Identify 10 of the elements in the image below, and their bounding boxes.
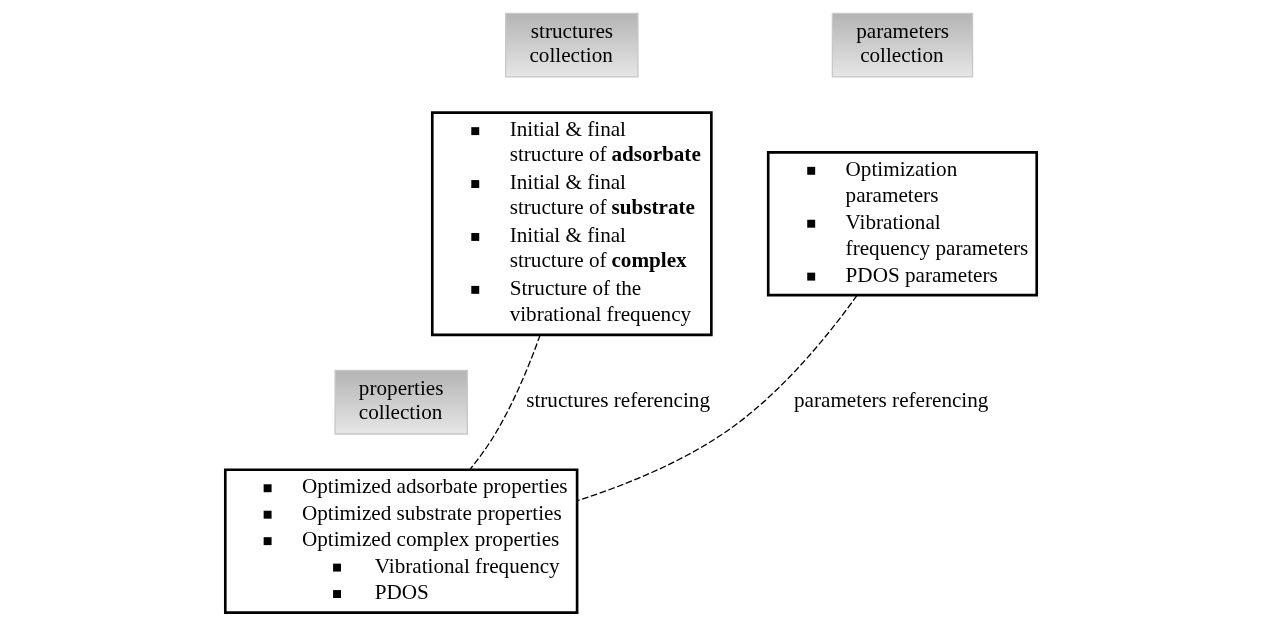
node-box: Optimization parameters Vibrational frequency parameters PDOS parameters — [766, 150, 1038, 297]
edge-label: structures referencing — [525, 388, 710, 413]
node-box: properties collection — [333, 369, 468, 435]
connector — [469, 334, 541, 470]
edge-label: parameters referencing — [793, 388, 988, 413]
node-box: structures collection — [504, 12, 639, 78]
node-box: parameters collection — [831, 12, 973, 78]
connector — [576, 294, 858, 502]
node-box: Initial & final structure of adsorbate Initial & final structure of substrate Initial & final structure of complex Structure of the vibrational frequency — [430, 111, 713, 337]
node-box: Optimized adsorbate properties Optimized substrate properties Optimized complex properties Vibrational frequency PDOS — [223, 468, 578, 614]
